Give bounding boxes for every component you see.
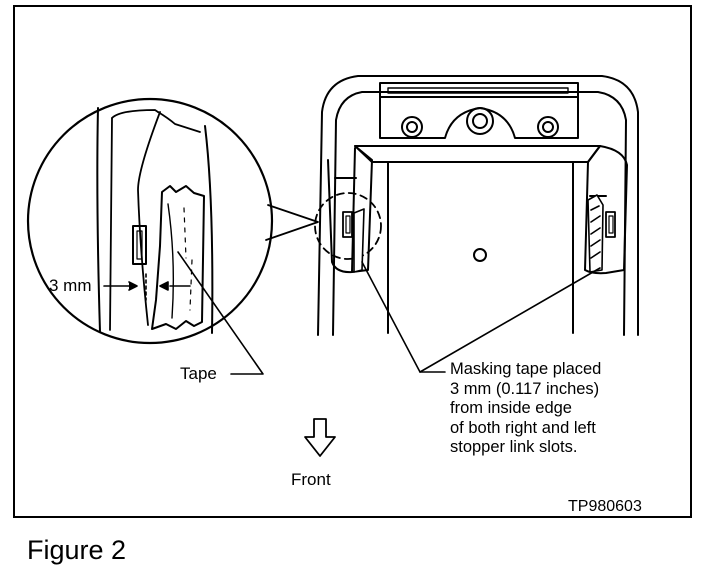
masking-tape-callout: Masking tape placed 3 mm (0.117 inches) … — [450, 360, 601, 458]
magnified-tape — [151, 185, 205, 330]
left-stopper-link — [327, 145, 373, 274]
headrest-bracket — [379, 82, 579, 139]
left-tape — [353, 208, 365, 273]
detail-marker-circle — [314, 192, 382, 260]
right-tape — [587, 194, 604, 273]
center-panel — [354, 145, 601, 334]
figure-id: TP980603 — [568, 498, 642, 515]
dimension-marks — [103, 273, 191, 301]
front-arrow-icon — [304, 418, 336, 457]
callout-line: from inside edge — [450, 399, 572, 417]
dimension-label: 3 mm — [49, 276, 92, 295]
callout-leader — [361, 261, 601, 373]
callout-line: Masking tape placed — [450, 360, 602, 378]
callout-line: stopper link slots. — [450, 438, 578, 456]
figure-frame — [13, 5, 692, 518]
callout-line: 3 mm (0.117 inches) — [450, 379, 600, 398]
seat-back-outline — [317, 75, 639, 336]
tape-label: Tape — [180, 364, 217, 383]
callout-line: of both right and left — [450, 418, 596, 437]
figure-caption: Figure 2 — [27, 535, 127, 565]
front-label: Front — [291, 470, 331, 489]
tape-leader — [177, 251, 264, 375]
